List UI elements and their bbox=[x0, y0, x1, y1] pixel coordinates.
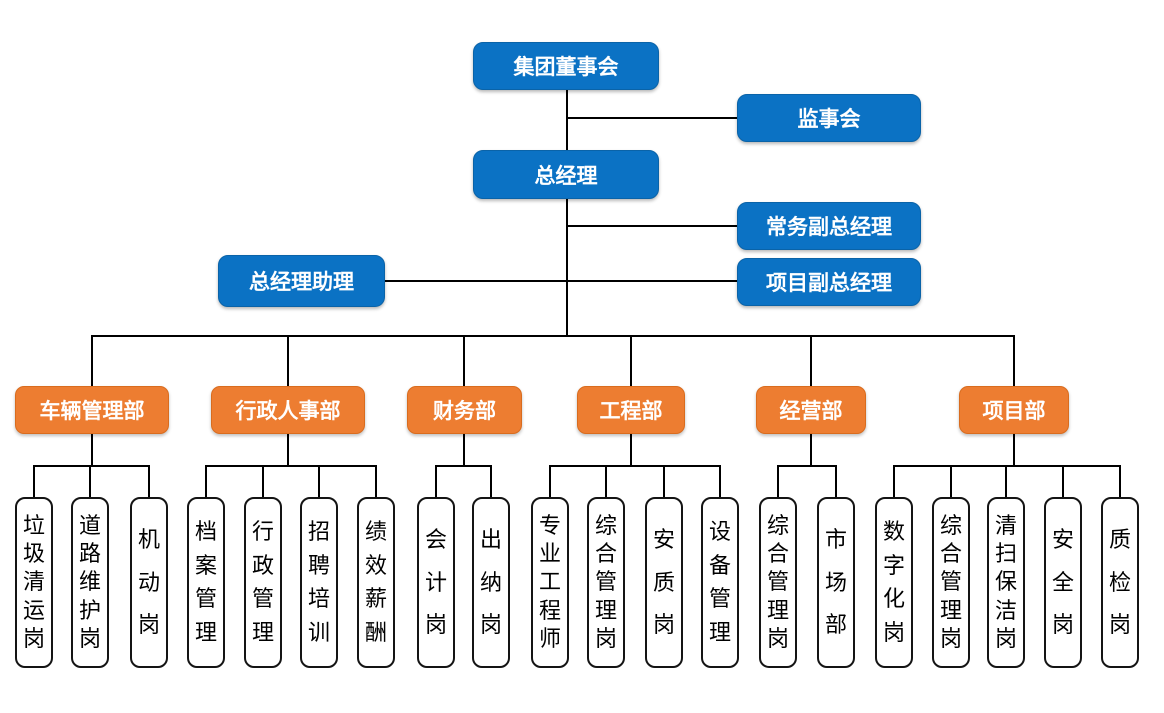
node-supervisory-board: 监事会 bbox=[737, 94, 921, 142]
node-dept-admin-hr: 行政人事部 bbox=[211, 386, 365, 434]
node-board: 集团董事会 bbox=[473, 42, 659, 90]
node-post-road-maintenance: 道路维护岗 bbox=[71, 497, 109, 668]
node-post-garbage-collection: 垃圾清运岗 bbox=[15, 497, 53, 668]
node-post-general-management-ops: 综合管理岗 bbox=[759, 497, 797, 668]
node-post-general-management-proj: 综合管理岗 bbox=[932, 497, 970, 668]
node-dept-operations: 经营部 bbox=[756, 386, 866, 434]
node-dept-project: 项目部 bbox=[959, 386, 1069, 434]
node-dept-vehicle-management: 车辆管理部 bbox=[15, 386, 169, 434]
node-dept-finance: 财务部 bbox=[407, 386, 522, 434]
node-post-equipment-management: 设备管理 bbox=[701, 497, 739, 668]
node-post-safety: 安全岗 bbox=[1044, 497, 1082, 668]
node-general-manager: 总经理 bbox=[473, 150, 659, 199]
node-dept-engineering: 工程部 bbox=[577, 386, 685, 434]
node-post-market-dept: 市场部 bbox=[817, 497, 855, 668]
node-post-admin-management: 行政管理 bbox=[244, 497, 282, 668]
node-post-accounting: 会计岗 bbox=[417, 497, 455, 668]
node-post-cashier: 出纳岗 bbox=[472, 497, 510, 668]
node-post-safety-quality: 安质岗 bbox=[645, 497, 683, 668]
node-post-recruit-training: 招聘培训 bbox=[300, 497, 338, 668]
node-post-mobile: 机动岗 bbox=[130, 497, 168, 668]
node-post-cleaning: 清扫保洁岗 bbox=[987, 497, 1025, 668]
node-gm-assistant: 总经理助理 bbox=[218, 255, 385, 307]
node-post-archives: 档案管理 bbox=[187, 497, 225, 668]
node-project-deputy-gm: 项目副总经理 bbox=[737, 258, 921, 306]
node-post-quality-inspection: 质检岗 bbox=[1101, 497, 1139, 668]
node-post-performance-pay: 绩效薪酬 bbox=[357, 497, 395, 668]
node-executive-deputy-gm: 常务副总经理 bbox=[737, 202, 921, 250]
node-post-digitalization: 数字化岗 bbox=[875, 497, 913, 668]
node-post-professional-engineer: 专业工程师 bbox=[531, 497, 569, 668]
node-post-general-management-eng: 综合管理岗 bbox=[587, 497, 625, 668]
